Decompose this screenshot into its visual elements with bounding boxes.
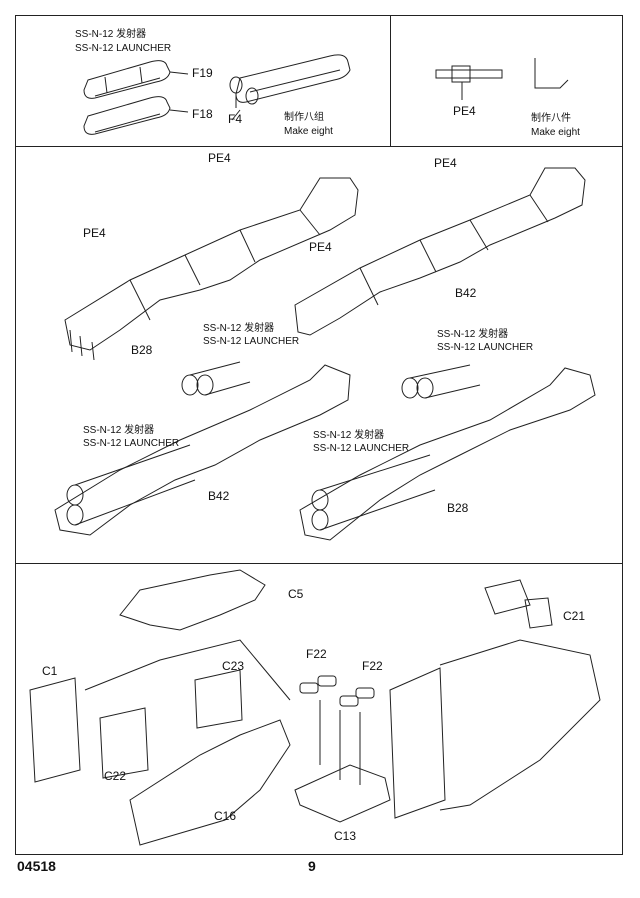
pe4-callout-c: PE4 [83, 226, 106, 240]
pe4-callout-a: PE4 [208, 151, 231, 165]
launcher-title-cn: SS-N-12 发射器 [75, 29, 147, 40]
hull-section-bottom-right [299, 364, 596, 541]
launcher-b-cn: SS-N-12 发射器 [437, 329, 509, 340]
launcher-b-en: SS-N-12 LAUNCHER [437, 342, 534, 353]
launcher-tube-parts-illustration [83, 54, 351, 135]
part-b28-right: B28 [447, 501, 469, 515]
part-f18-label: F18 [192, 107, 213, 121]
launcher-c-en: SS-N-12 LAUNCHER [83, 438, 180, 449]
part-b42-bottom: B42 [208, 489, 230, 503]
part-c16-label: C16 [214, 809, 237, 823]
hull-section-bottom-left [54, 361, 351, 536]
make-eight-en-left: Make eight [284, 126, 333, 137]
pe4-callout-d: PE4 [309, 240, 332, 254]
launcher-a-en: SS-N-12 LAUNCHER [203, 336, 300, 347]
part-c21-label: C21 [563, 609, 586, 623]
hull-section-top-left [64, 177, 359, 361]
launcher-d-cn: SS-N-12 发射器 [313, 430, 385, 441]
part-c22-label: C22 [104, 769, 127, 783]
part-c5-label: C5 [288, 587, 304, 601]
part-c13-label: C13 [334, 829, 357, 843]
part-f19-label: F19 [192, 66, 213, 80]
page-number: 9 [308, 858, 316, 874]
product-code: 04518 [17, 858, 56, 874]
superstructure-right-illustration [389, 579, 601, 819]
bottom-panel [15, 563, 623, 855]
launcher-d-en: SS-N-12 LAUNCHER [313, 443, 410, 454]
part-f22-label-a: F22 [306, 647, 327, 661]
part-f22-label-b: F22 [362, 659, 383, 673]
launcher-title-en: SS-N-12 LAUNCHER [75, 43, 172, 54]
part-b42-top: B42 [455, 286, 477, 300]
superstructure-left-illustration [29, 569, 291, 846]
part-f4-label: F4 [228, 112, 243, 126]
pe4-photoetch-illustration [435, 58, 569, 100]
part-c23-label: C23 [222, 659, 245, 673]
part-b28-left: B28 [131, 343, 153, 357]
pe4-callout-b: PE4 [434, 156, 457, 170]
launcher-c-cn: SS-N-12 发射器 [83, 425, 155, 436]
make-eight-cn-left: 制作八组 [284, 112, 324, 123]
part-c1-label: C1 [42, 664, 58, 678]
part-pe4-label: PE4 [453, 104, 476, 118]
make-eight-en-right: Make eight [531, 127, 580, 138]
hull-section-top-right [294, 167, 586, 336]
make-eight-cn-right: 制作八件 [531, 113, 571, 124]
launcher-a-cn: SS-N-12 发射器 [203, 323, 275, 334]
superstructure-center-illustration [294, 675, 391, 823]
